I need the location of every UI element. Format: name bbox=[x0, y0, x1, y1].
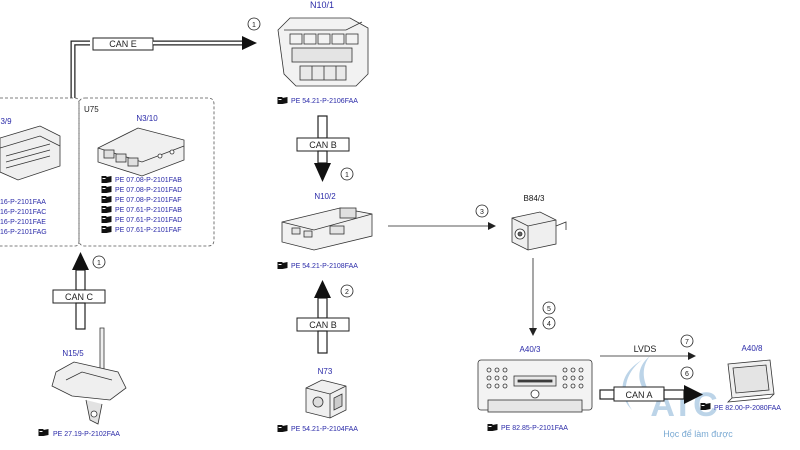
n15-5-reference: PE 27.19-P-2102FAA bbox=[53, 431, 120, 438]
n3-9-label: 3/9 bbox=[0, 117, 12, 126]
b84-signal-connection: 3 bbox=[388, 204, 496, 230]
book-ref-icon bbox=[700, 403, 711, 410]
n15-5-device-illustration bbox=[51, 327, 127, 425]
lvds-connection: LVDS 7 bbox=[600, 334, 696, 360]
n73-module: N73 PE 54.21-P-2104FAA bbox=[277, 367, 358, 433]
n10-1-device-illustration bbox=[277, 17, 369, 87]
n15-5-module: N15/5 PE 27.19-P-2102FAA bbox=[38, 327, 127, 438]
a40-3-module: A40/3 PE 82.85-P-2101FAA bbox=[477, 345, 593, 432]
n3-10-module: U75 N3/10 PE 07.08-P-2101FAB PE 07.08-P-… bbox=[84, 105, 185, 234]
n10-2-device-illustration bbox=[281, 207, 373, 251]
can-a-label: CAN A bbox=[625, 390, 652, 400]
n3-9-reference-1: 16-P-2101FAA bbox=[0, 199, 46, 206]
can-a-arrowhead bbox=[684, 385, 703, 404]
can-e-label: CAN E bbox=[109, 39, 137, 49]
svg-text:5: 5 bbox=[547, 306, 551, 313]
b84-3-label: B84/3 bbox=[524, 194, 545, 203]
svg-text:1: 1 bbox=[97, 260, 101, 267]
n15-5-label: N15/5 bbox=[62, 349, 84, 358]
a40-8-device-illustration bbox=[726, 359, 775, 403]
b84-3-device-illustration bbox=[511, 211, 567, 251]
can-b-lower-arrowhead bbox=[314, 280, 331, 298]
svg-text:1: 1 bbox=[345, 172, 349, 179]
n3-9-reference-3: 16-P-2101FAE bbox=[0, 219, 46, 226]
lvds-marker bbox=[680, 334, 694, 348]
n3-10-label: N3/10 bbox=[136, 114, 158, 123]
book-ref-icon bbox=[38, 429, 49, 436]
svg-text:7: 7 bbox=[685, 339, 689, 346]
svg-text:1: 1 bbox=[252, 22, 256, 29]
a40-3-reference: PE 82.85-P-2101FAA bbox=[501, 425, 568, 432]
can-b-upper-connection: CAN B 1 bbox=[296, 115, 354, 182]
a40-3-label: A40/3 bbox=[520, 345, 541, 354]
svg-text:6: 6 bbox=[685, 371, 689, 378]
n3-9-reference-4: 16-P-2101FAG bbox=[0, 229, 47, 236]
book-ref-icon bbox=[487, 424, 498, 431]
n3-10-reference-2: PE 07.08-P-2101FAD bbox=[115, 187, 182, 194]
n3-10-reference-3: PE 07.08-P-2101FAF bbox=[115, 197, 182, 204]
svg-text:3: 3 bbox=[480, 209, 484, 216]
n10-2-reference: PE 54.21-P-2108FAA bbox=[291, 263, 358, 270]
lvds-label: LVDS bbox=[634, 344, 657, 354]
video-marker-2 bbox=[542, 316, 556, 330]
b84-marker bbox=[475, 204, 489, 218]
watermark-slogan: Học để làm được bbox=[663, 429, 733, 439]
a40-8-reference: PE 82.00-P-2080FAA bbox=[714, 405, 781, 412]
can-e-connection: CAN E 1 bbox=[70, 17, 261, 98]
book-ref-icon bbox=[277, 97, 288, 104]
b84-3-camera: B84/3 bbox=[511, 194, 567, 251]
n10-1-label: N10/1 bbox=[310, 0, 334, 10]
svg-text:4: 4 bbox=[547, 321, 551, 328]
book-ref-icon bbox=[101, 226, 112, 233]
a40-8-module: A40/8 PE 82.00-P-2080FAA bbox=[700, 344, 781, 412]
n10-1-module: N10/1 PE 54.21-P-2106FAA bbox=[277, 0, 369, 105]
video-marker-1 bbox=[542, 301, 556, 315]
can-c-arrowhead bbox=[72, 252, 89, 270]
svg-text:2: 2 bbox=[345, 289, 349, 296]
n3-10-reference-5: PE 07.61-P-2101FAD bbox=[115, 217, 182, 224]
a40-8-label: A40/8 bbox=[742, 344, 763, 353]
n73-device-illustration bbox=[305, 379, 347, 419]
can-b-upper-marker bbox=[340, 167, 354, 181]
n10-2-module: N10/2 PE 54.21-P-2108FAA bbox=[277, 192, 373, 270]
can-e-marker bbox=[247, 17, 261, 31]
n73-label: N73 bbox=[318, 367, 333, 376]
a40-3-device-illustration bbox=[477, 359, 593, 413]
can-a-marker bbox=[680, 366, 694, 380]
n3-10-reference-1: PE 07.08-P-2101FAB bbox=[115, 177, 182, 184]
book-ref-icon bbox=[101, 206, 112, 213]
n3-10-device-illustration bbox=[97, 127, 185, 177]
book-ref-icon bbox=[277, 425, 288, 432]
book-ref-icon bbox=[101, 196, 112, 203]
n10-2-label: N10/2 bbox=[314, 192, 336, 201]
can-b-upper-label: CAN B bbox=[309, 140, 337, 150]
n10-1-reference: PE 54.21-P-2106FAA bbox=[291, 98, 358, 105]
n3-9-device-illustration bbox=[0, 125, 61, 181]
video-connection: 5 4 bbox=[529, 258, 556, 336]
n3-10-reference-6: PE 07.61-P-2101FAF bbox=[115, 227, 182, 234]
can-b-lower-label: CAN B bbox=[309, 320, 337, 330]
can-b-lower-connection: CAN B 2 bbox=[296, 280, 354, 354]
can-b-lower-marker bbox=[340, 284, 354, 298]
book-ref-icon bbox=[101, 216, 112, 223]
book-ref-icon bbox=[277, 262, 288, 269]
u75-group-label: U75 bbox=[84, 105, 99, 114]
can-c-connection: CAN C 1 bbox=[52, 252, 106, 330]
can-c-marker bbox=[92, 255, 106, 269]
book-ref-icon bbox=[101, 186, 112, 193]
can-b-upper-arrowhead bbox=[314, 163, 331, 182]
n73-reference: PE 54.21-P-2104FAA bbox=[291, 426, 358, 433]
n3-9-module: 3/9 16-P-2101FAA 16-P-2101FAC 16-P-2101F… bbox=[0, 117, 61, 236]
book-ref-icon bbox=[101, 176, 112, 183]
controller-group: 3/9 16-P-2101FAA 16-P-2101FAC 16-P-2101F… bbox=[0, 97, 215, 247]
can-e-arrowhead bbox=[242, 36, 257, 50]
n3-10-reference-4: PE 07.61-P-2101FAB bbox=[115, 207, 182, 214]
n3-9-reference-2: 16-P-2101FAC bbox=[0, 209, 46, 216]
can-a-connection: CAN A 6 bbox=[599, 366, 703, 404]
can-c-label: CAN C bbox=[65, 292, 94, 302]
